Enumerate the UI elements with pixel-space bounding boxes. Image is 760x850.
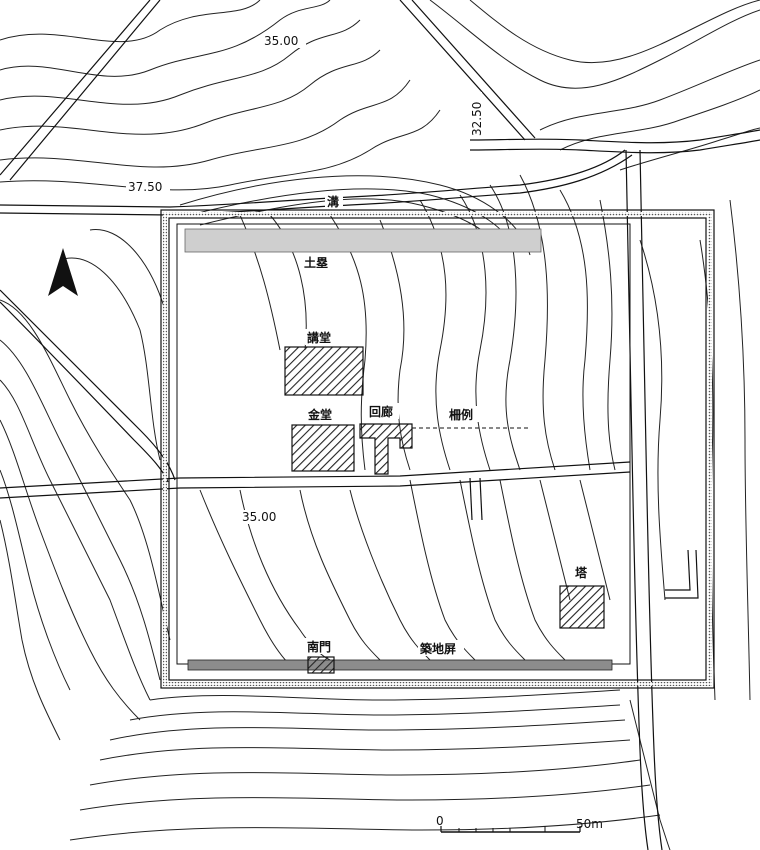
- scale-end-label: 50m: [576, 817, 603, 831]
- contour-label-35-mid: 35.00: [242, 510, 276, 524]
- enclosure: [160, 209, 715, 689]
- contour-label-35-top: 35.00: [264, 34, 298, 48]
- contour-value-labels: 35.00 32.50 37.50 35.00: [126, 34, 484, 524]
- ditch-label: 溝: [327, 194, 339, 209]
- feature-labels: 溝 土塁 講堂 金堂 回廊 柵例 塔 南門 築地屏: [302, 193, 591, 656]
- earthen-mound-label: 土塁: [304, 255, 328, 270]
- south-gate-label: 南門: [307, 639, 331, 654]
- contour-label-37-5: 37.50: [128, 180, 162, 194]
- south-gate-building: [307, 656, 335, 674]
- corridor-building: [359, 423, 413, 475]
- golden-hall-building: [291, 424, 355, 472]
- pagoda-label: 塔: [575, 565, 588, 580]
- earthen-wall-band: [187, 659, 613, 671]
- scale-bar: 0 50m: [436, 814, 603, 833]
- earthen-wall-label: 築地屏: [419, 641, 456, 656]
- pagoda-building: [559, 585, 605, 629]
- lecture-hall-building: [284, 346, 364, 396]
- lecture-hall-label: 講堂: [307, 330, 331, 345]
- earthen-mound-band: [184, 228, 542, 253]
- fence-label: 柵例: [449, 407, 473, 422]
- scale-start-label: 0: [436, 814, 444, 828]
- corridor-label: 回廊: [369, 404, 393, 419]
- golden-hall-label: 金堂: [307, 407, 332, 422]
- buildings: [284, 346, 605, 674]
- contour-label-32-5: 32.50: [470, 102, 484, 136]
- north-arrow-icon: [48, 248, 78, 296]
